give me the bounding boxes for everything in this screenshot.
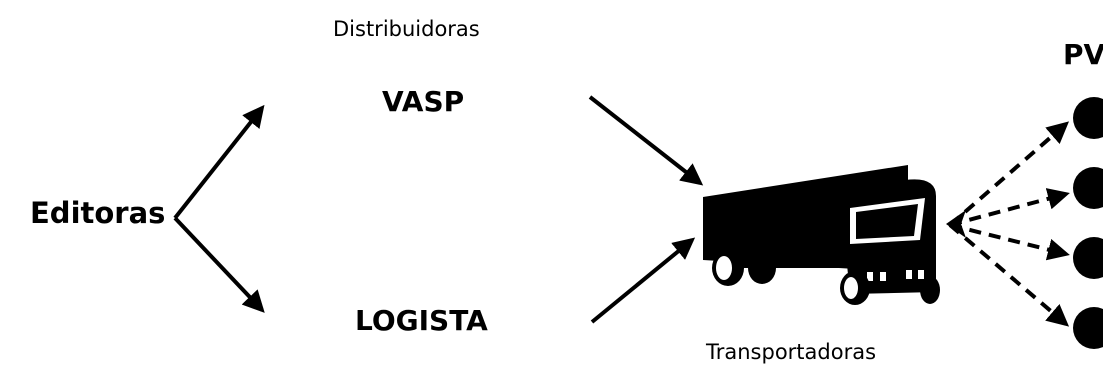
- arrow-logista-to-truck: [590, 237, 696, 324]
- arrow-editoras-to-vasp: [173, 104, 265, 220]
- arrow-truck-to-pv-1: [948, 121, 1070, 227]
- truck-to-pv-arrows: [946, 121, 1070, 327]
- points-of-sale-group: [1073, 97, 1103, 349]
- editoras-label: Editoras: [30, 196, 166, 230]
- pv-point-2: [1073, 167, 1103, 209]
- transportadoras-label: Transportadoras: [706, 340, 877, 364]
- pv-label: PV: [1063, 38, 1103, 71]
- arrow-truck-to-pv-2: [949, 188, 1070, 227]
- vasp-label: VASP: [382, 85, 465, 118]
- distribuidoras-label: Distribuidoras: [333, 17, 480, 41]
- arrow-truck-to-pv-4: [948, 223, 1070, 327]
- pv-point-4: [1073, 307, 1103, 349]
- arrow-vasp-to-truck: [588, 95, 704, 186]
- arrowhead-toward-truck: [946, 210, 966, 238]
- pv-point-3: [1073, 237, 1103, 279]
- pv-point-1: [1073, 97, 1103, 139]
- logista-label: LOGISTA: [355, 304, 488, 337]
- truck-icon: [703, 165, 940, 305]
- arrow-editoras-to-logista: [173, 216, 265, 313]
